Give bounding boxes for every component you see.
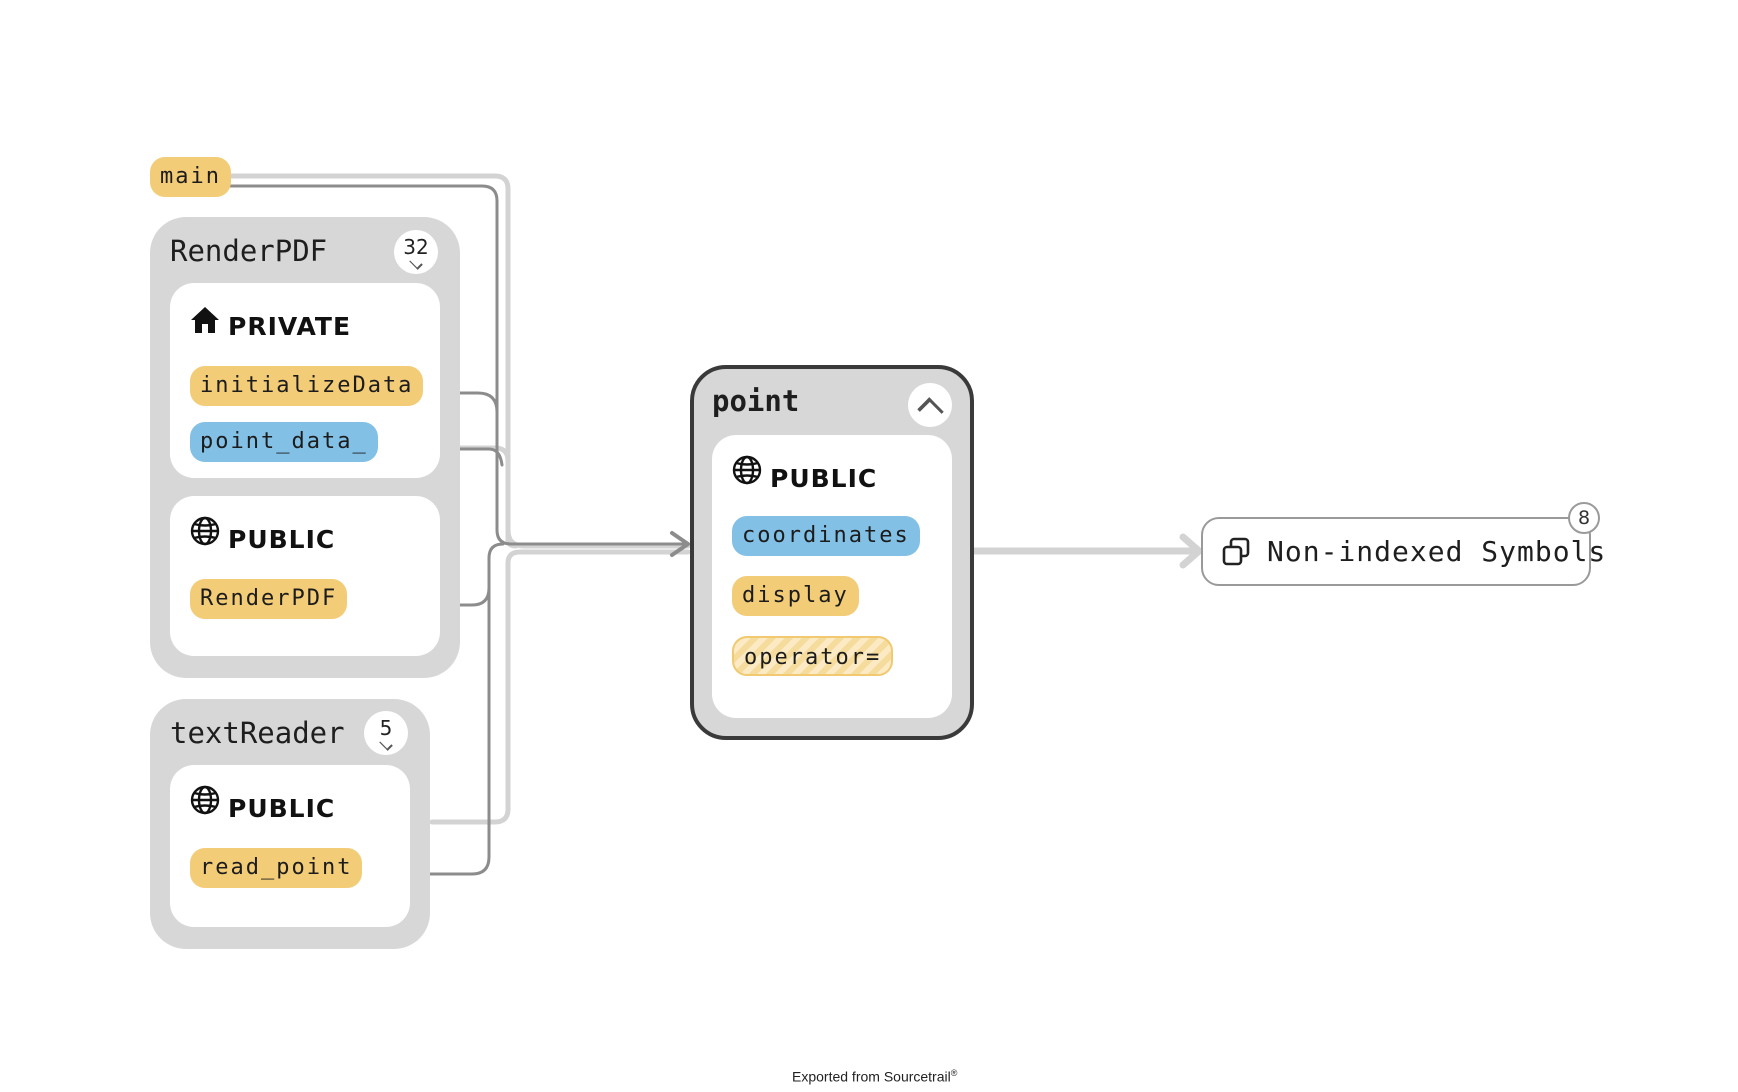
footer-text: Exported from Sourcetrail bbox=[792, 1068, 951, 1085]
edge-point-data-call[interactable] bbox=[361, 447, 504, 467]
non-indexed-symbols-label: Non-indexed Symbols bbox=[1267, 535, 1607, 568]
coordinates-label: coordinates bbox=[742, 523, 910, 548]
renderpdf-constructor-member[interactable]: RenderPDF bbox=[190, 579, 348, 619]
export-footer: Exported from Sourcetrail® bbox=[792, 1068, 957, 1085]
main-function-node[interactable]: main bbox=[150, 157, 231, 197]
edge-arrow-nonindexed bbox=[1179, 533, 1203, 569]
point-public-section: PUBLIC coordinates display operator= bbox=[712, 435, 952, 718]
renderpdf-expand-button[interactable]: 32 bbox=[394, 230, 438, 274]
textreader-public-section: PUBLIC read_point bbox=[170, 765, 410, 927]
globe-icon bbox=[732, 455, 762, 485]
edge-main-call[interactable] bbox=[220, 184, 688, 546]
stacked-squares-icon bbox=[1222, 537, 1250, 566]
textreader-class-node[interactable]: textReader 5 PUBLIC read_point bbox=[150, 699, 430, 949]
initializedata-label: initializeData bbox=[200, 373, 414, 398]
coordinates-member[interactable]: coordinates bbox=[732, 516, 920, 556]
renderpdf-title: RenderPDF bbox=[170, 234, 328, 268]
renderpdf-constructor-label: RenderPDF bbox=[200, 586, 338, 611]
initializedata-member[interactable]: initializeData bbox=[190, 366, 424, 406]
display-label: display bbox=[742, 583, 849, 608]
house-icon bbox=[191, 307, 219, 333]
public-access-label: PUBLIC bbox=[228, 794, 336, 823]
globe-icon bbox=[190, 516, 220, 546]
operator-assign-label: operator= bbox=[744, 645, 882, 670]
globe-icon bbox=[190, 785, 220, 815]
edge-arrow-point bbox=[670, 531, 690, 557]
point-data-label: point_data_ bbox=[200, 429, 368, 454]
non-indexed-count-badge: 8 bbox=[1568, 502, 1600, 534]
renderpdf-class-node[interactable]: RenderPDF 32 PRIVATE initializeData poin… bbox=[150, 217, 460, 678]
chevron-up-icon bbox=[917, 397, 944, 424]
public-access-label: PUBLIC bbox=[770, 464, 878, 493]
public-access-label: PUBLIC bbox=[228, 525, 336, 554]
private-access-label: PRIVATE bbox=[228, 312, 352, 341]
edge-initializedata-call[interactable] bbox=[403, 391, 499, 414]
point-data-member[interactable]: point_data_ bbox=[190, 422, 378, 462]
renderpdf-member-count: 32 bbox=[403, 235, 429, 259]
registered-mark: ® bbox=[950, 1068, 958, 1078]
non-indexed-symbols-node[interactable]: Non-indexed Symbols bbox=[1201, 517, 1605, 586]
textreader-member-count: 5 bbox=[379, 716, 393, 740]
point-title: point bbox=[712, 384, 800, 418]
read-point-label: read_point bbox=[200, 855, 353, 880]
main-function-label: main bbox=[160, 164, 221, 189]
read-point-member[interactable]: read_point bbox=[190, 848, 363, 888]
point-collapse-button[interactable] bbox=[908, 383, 952, 427]
edge-textreader-to-point[interactable] bbox=[429, 549, 691, 825]
display-member[interactable]: display bbox=[732, 576, 859, 616]
point-class-node[interactable]: point PUBLIC coordinates display operato… bbox=[690, 365, 974, 740]
edge-point-data-to-point[interactable] bbox=[457, 445, 519, 549]
textreader-expand-button[interactable]: 5 bbox=[364, 711, 408, 755]
operator-assign-member[interactable]: operator= bbox=[732, 636, 894, 676]
renderpdf-private-section: PRIVATE initializeData point_data_ bbox=[170, 283, 440, 478]
textreader-title: textReader bbox=[170, 716, 345, 750]
renderpdf-public-section: PUBLIC RenderPDF bbox=[170, 496, 440, 656]
edge-read-point-call[interactable] bbox=[348, 556, 491, 876]
